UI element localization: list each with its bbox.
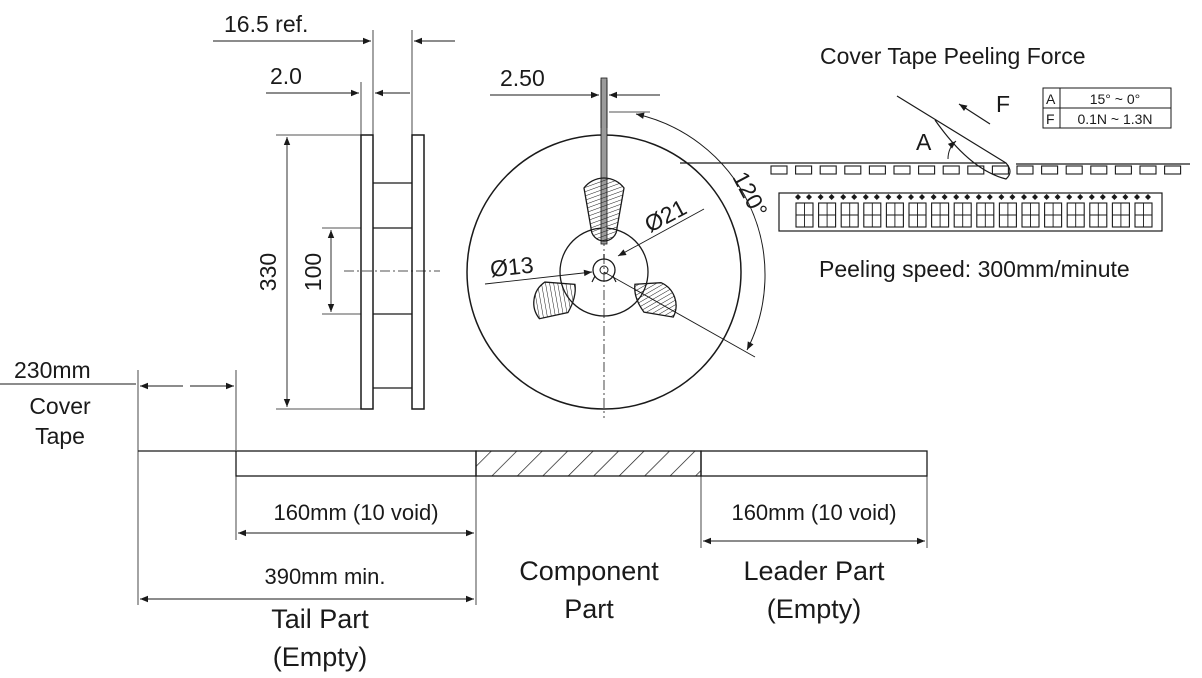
- carrier-pocket-top: [844, 165, 862, 175]
- reel-right-flange: [411, 134, 425, 410]
- sprocket-mark: [953, 194, 971, 200]
- carrier-pocket-top: [770, 165, 788, 175]
- carrier-pocket-top: [1114, 165, 1132, 175]
- carrier-pocket-divider: [863, 203, 881, 227]
- carrier-pocket-divider: [976, 203, 994, 227]
- hub-window-left: [533, 281, 576, 320]
- carrier-pocket-top: [991, 165, 1009, 175]
- reel-left-flange: [360, 134, 374, 410]
- label-f: F: [996, 91, 1010, 117]
- sprocket-mark: [1134, 194, 1151, 200]
- sprocket-mark: [817, 194, 835, 200]
- sprocket-mark: [885, 194, 903, 200]
- sprocket-mark: [1111, 194, 1129, 200]
- carrier-pocket-divider: [1089, 203, 1107, 227]
- peeling-title: Cover Tape Peeling Force: [820, 43, 1086, 69]
- reel-front-view: 2.50 Ø21 Ø13 120°: [466, 65, 773, 418]
- carrier-pocket-divider: [796, 203, 813, 227]
- sprocket-mark: [975, 194, 993, 200]
- cover-label-2: Tape: [35, 423, 85, 449]
- sprocket-mark: [862, 194, 880, 200]
- leader-label-1: Leader Part: [743, 556, 885, 586]
- carrier-pocket-top: [819, 165, 837, 175]
- carrier-pocket-divider: [1135, 203, 1152, 227]
- carrier-pocket-divider: [1112, 203, 1130, 227]
- tail-void-length: 160mm (10 void): [273, 500, 438, 525]
- sprocket-mark: [1088, 194, 1106, 200]
- tape-layout: 230mm Cover Tape 160mm (10 void) 160mm (…: [0, 357, 928, 672]
- peeling-speed: Peeling speed: 300mm/minute: [819, 256, 1130, 282]
- carrier-pocket-top: [1065, 165, 1083, 175]
- carrier-pocket-divider: [886, 203, 904, 227]
- carrier-tape-strip: [778, 192, 1163, 232]
- carrier-pocket-top: [967, 165, 985, 175]
- sprocket-mark: [1043, 194, 1061, 200]
- sprocket-mark: [930, 194, 948, 200]
- carrier-pockets: [795, 194, 1153, 228]
- carrier-pocket-top: [1041, 165, 1059, 175]
- hub-window-top: [583, 177, 625, 242]
- dim-100: 100: [300, 253, 326, 291]
- dim-2-50: 2.50: [500, 65, 545, 91]
- tail-label-1: Tail Part: [271, 604, 369, 634]
- carrier-pocket-divider: [954, 203, 972, 227]
- peeling-force-diagram: Cover Tape Peeling Force A 15° ~ 0° F 0.…: [680, 43, 1190, 282]
- carrier-pocket-divider: [1022, 203, 1039, 227]
- carrier-pocket-top: [918, 165, 936, 175]
- carrier-pocket-top: [893, 165, 911, 175]
- carrier-pocket-divider: [841, 203, 859, 227]
- carrier-pocket-divider: [1044, 203, 1062, 227]
- sprocket-mark: [998, 194, 1016, 200]
- dim-diameter-21: Ø21: [640, 194, 691, 237]
- component-label-2: Part: [564, 594, 614, 624]
- component-segment: [475, 450, 702, 477]
- carrier-pocket-divider: [999, 203, 1017, 227]
- dim-16-5-ref: 16.5 ref.: [224, 11, 308, 37]
- sprocket-mark: [908, 194, 925, 200]
- component-label-1: Component: [519, 556, 659, 586]
- cover-length: 230mm: [14, 357, 91, 383]
- carrier-pocket-divider: [1067, 203, 1085, 227]
- dim-angle-120: 120°: [728, 167, 773, 221]
- carrier-pocket-top: [1164, 165, 1182, 175]
- carrier-tape-top: [770, 165, 1182, 175]
- cover-label-1: Cover: [29, 393, 91, 419]
- tail-min-length: 390mm min.: [264, 564, 385, 589]
- hub-window-right: [634, 282, 677, 318]
- carrier-pocket-divider: [909, 203, 926, 227]
- dim-2-0: 2.0: [270, 63, 302, 89]
- table-key-a: A: [1046, 91, 1056, 107]
- carrier-pocket-top: [868, 165, 886, 175]
- carrier-pocket-top: [1139, 165, 1157, 175]
- sprocket-mark: [1066, 194, 1084, 200]
- leader-label-2: (Empty): [767, 594, 862, 624]
- carrier-pocket-divider: [931, 203, 949, 227]
- carrier-pocket-top: [795, 165, 813, 175]
- leader-segment: [700, 450, 928, 477]
- table-value-f: 0.1N ~ 1.3N: [1077, 111, 1152, 127]
- sprocket-mark: [1021, 194, 1038, 200]
- sprocket-mark: [795, 194, 812, 200]
- reel-slot: [600, 77, 608, 245]
- table-value-a: 15° ~ 0°: [1090, 91, 1141, 107]
- dim-diameter-13: Ø13: [489, 252, 535, 282]
- tail-segment: [235, 450, 477, 477]
- carrier-pocket-divider: [818, 203, 836, 227]
- carrier-pocket-top: [1090, 165, 1108, 175]
- dim-330: 330: [255, 253, 281, 291]
- carrier-pocket-top: [1016, 165, 1034, 175]
- reel-side-view: 330 100 16.5 ref. 2.0: [213, 11, 455, 410]
- table-key-f: F: [1046, 111, 1055, 127]
- label-a: A: [916, 129, 932, 155]
- sprocket-mark: [840, 194, 858, 200]
- leader-void-length: 160mm (10 void): [731, 500, 896, 525]
- carrier-pocket-top: [942, 165, 960, 175]
- tail-label-2: (Empty): [273, 642, 368, 672]
